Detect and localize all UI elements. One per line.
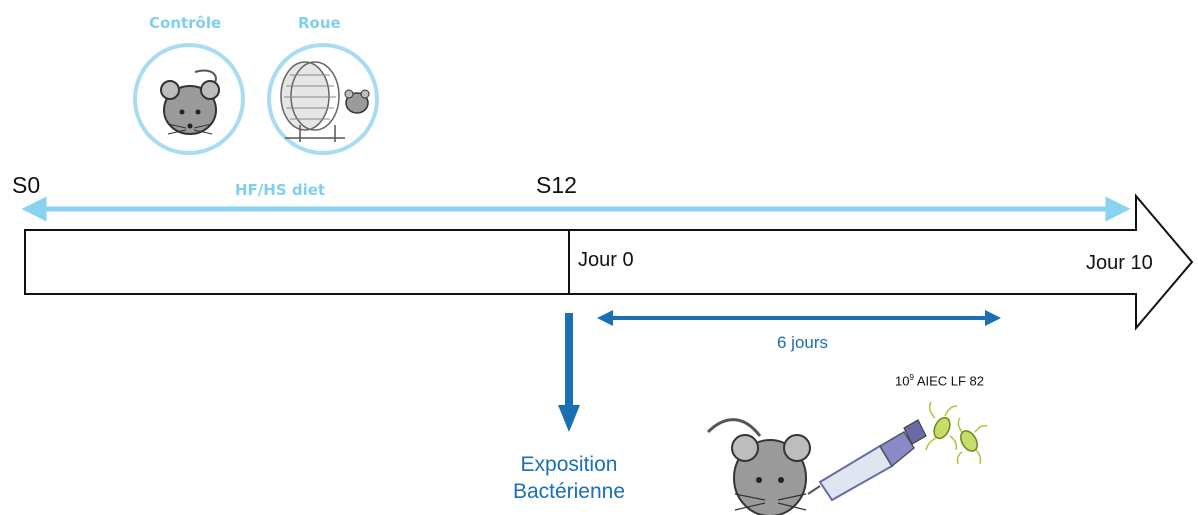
dose-rest: AIEC LF 82 xyxy=(913,373,985,389)
exposure-line-2: Bactérienne xyxy=(512,480,626,504)
control-group-label: Contrôle xyxy=(149,14,222,32)
day-start-label: Jour 0 xyxy=(578,249,634,271)
bacteria-icon xyxy=(925,401,988,465)
diet-label: HF/HS diet xyxy=(235,181,326,199)
dose-label: 109 AIEC LF 82 xyxy=(895,373,985,389)
running-wheel-icon xyxy=(280,61,345,142)
dose-exponent: 9 xyxy=(909,373,914,382)
wheel-group-circle xyxy=(267,43,379,155)
exposure-label: Exposition Bactérienne xyxy=(506,451,632,506)
wheel-group-label: Roue xyxy=(298,14,341,32)
day-end-label: Jour 10 xyxy=(1086,252,1153,274)
exposure-line-1: Exposition xyxy=(520,453,618,476)
dose-base: 10 xyxy=(895,373,910,389)
exposure-arrow xyxy=(558,313,580,432)
injected-mouse-icon xyxy=(706,418,811,515)
mouse-icon xyxy=(344,89,370,114)
syringe-icon xyxy=(807,419,927,502)
control-group-circle xyxy=(133,43,245,155)
mouse-icon xyxy=(160,69,220,135)
week-start-label: S0 xyxy=(12,172,41,198)
week-mid-label: S12 xyxy=(536,172,577,198)
duration-label: 6 jours xyxy=(777,333,829,352)
timeline-arrow xyxy=(24,193,1194,331)
